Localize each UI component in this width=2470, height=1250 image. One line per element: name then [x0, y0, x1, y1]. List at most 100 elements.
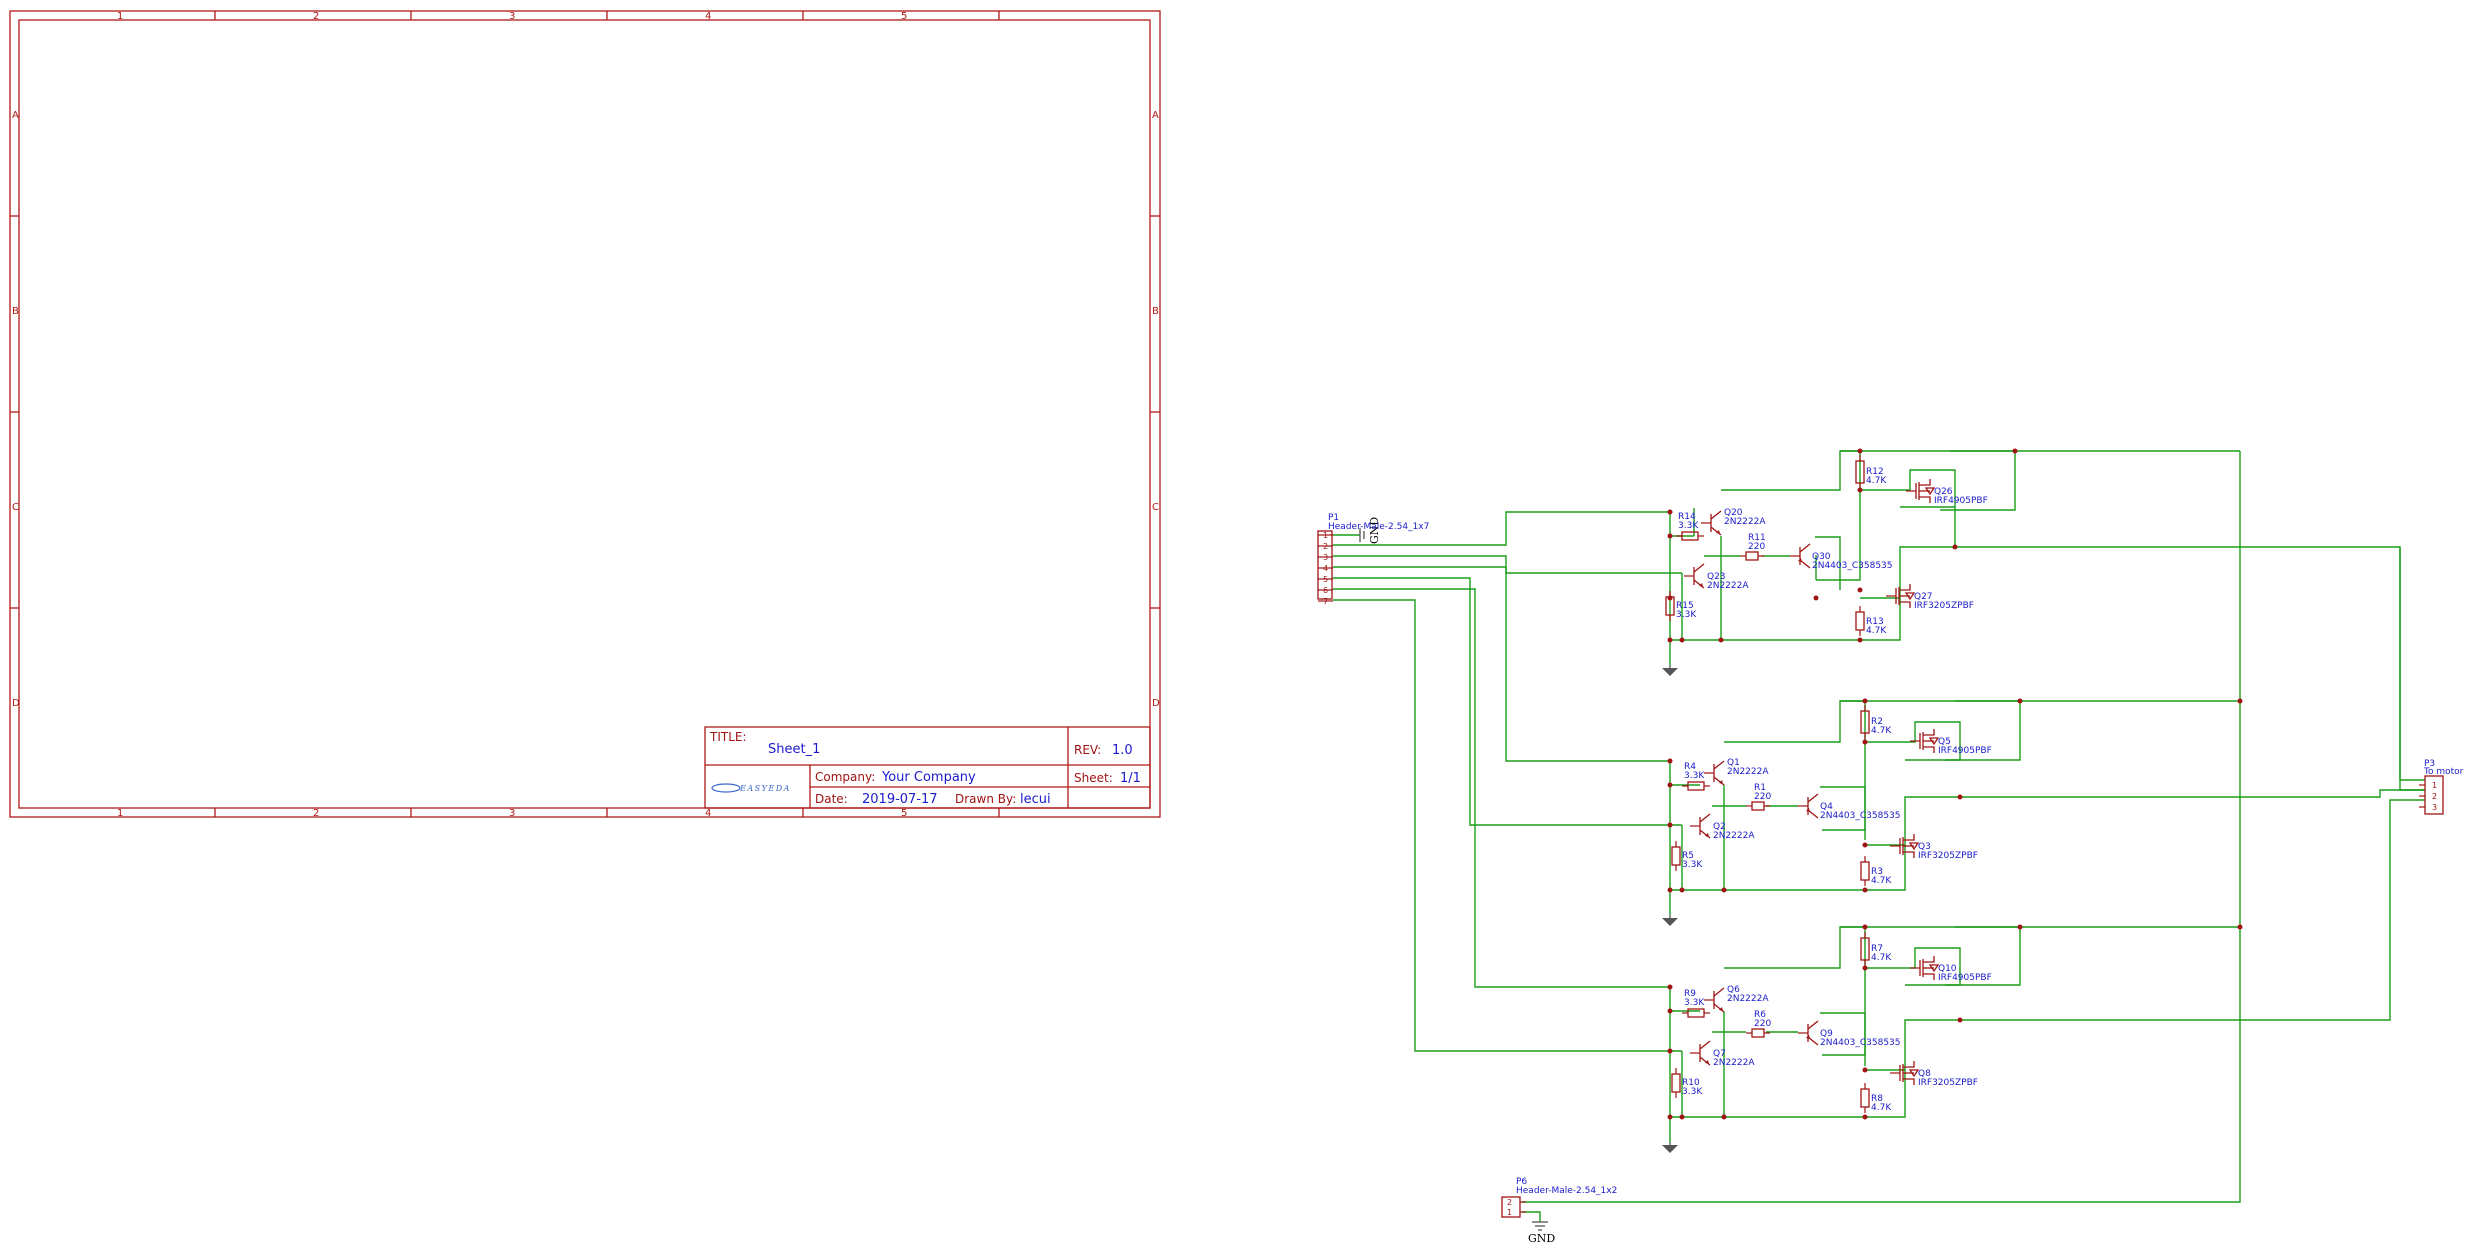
p6-value: Header-Male-2.54_1x2 — [1516, 1186, 1617, 1196]
resistor-body — [1751, 801, 1765, 811]
bjt-collector — [1699, 1040, 1711, 1050]
component-ref: R10 — [1682, 1078, 1700, 1088]
connector-p3[interactable]: P3 To motor 123 — [2419, 759, 2464, 815]
p1-pin-number: 6 — [1323, 586, 1328, 595]
resistor-body — [1687, 781, 1705, 791]
junction-dot — [1952, 544, 1958, 550]
resistor-r7: R74.7K — [1860, 932, 1892, 966]
component-value: 2N2222A — [1713, 831, 1755, 841]
junction-dot — [2017, 924, 2023, 930]
bjt-arrow — [1806, 1035, 1810, 1039]
row-label-right: D — [1152, 698, 1160, 709]
component-ref: R3 — [1871, 867, 1883, 877]
bjt-arrow — [1806, 808, 1810, 812]
component-ref: R8 — [1871, 1094, 1883, 1104]
bjt-collector — [1799, 543, 1811, 553]
junction-dot — [1862, 1114, 1868, 1120]
component-value: 2N2222A — [1707, 581, 1749, 591]
p1-value: Header-Male-2.54_1x7 — [1328, 522, 1429, 532]
junction-dot — [1667, 887, 1673, 893]
bjt-arrow — [1719, 780, 1723, 784]
column-label-bottom: 2 — [313, 808, 319, 819]
junction-dot — [1957, 794, 1963, 800]
row-label-right: A — [1152, 110, 1159, 121]
component-ref: Q5 — [1938, 737, 1951, 747]
bjt-collector — [1713, 760, 1725, 770]
driver-stage-1: R124.7KQ26IRF4905PBFQ202N2222AR143.3KR11… — [1665, 455, 1988, 636]
junction-dot — [1667, 533, 1673, 539]
p3-pin-number: 1 — [2432, 781, 2437, 790]
component-value: IRF4905PBF — [1934, 496, 1988, 506]
resistor-body — [1751, 1028, 1765, 1038]
component-value: 220 — [1754, 792, 1771, 802]
gnd-symbol — [1662, 1142, 1678, 1153]
p1-pin-number: 5 — [1323, 575, 1328, 584]
component-value: 2N2222A — [1713, 1058, 1755, 1068]
component-value: 4.7K — [1871, 726, 1892, 736]
junction-dot — [1857, 487, 1863, 493]
component-value: 220 — [1754, 1019, 1771, 1029]
mosfet-source — [1919, 496, 1931, 503]
component-ref: R2 — [1871, 717, 1883, 727]
resistor-body — [1860, 1088, 1870, 1108]
svg-text:EASYEDA: EASYEDA — [739, 784, 791, 793]
mosfet-drain — [1919, 479, 1931, 486]
bjt-collector — [1807, 793, 1819, 803]
junction-dot — [1667, 1008, 1673, 1014]
mosfet-source — [1923, 746, 1935, 753]
component-ref: Q3 — [1918, 842, 1931, 852]
gnd-net-label: GND — [1368, 517, 1381, 544]
junction-dot — [1862, 739, 1868, 745]
row-label-left: B — [12, 306, 19, 317]
column-label-top: 1 — [117, 11, 123, 22]
driver-stage-2: R24.7KQ5IRF4905PBFQ12N2222AR43.3KR1220Q4… — [1671, 705, 1992, 886]
component-ref: Q26 — [1934, 487, 1953, 497]
junction-dot — [1862, 965, 1868, 971]
row-label-right: B — [1152, 306, 1159, 317]
junction-dot — [1721, 1114, 1727, 1120]
component-ref: R14 — [1678, 512, 1696, 522]
column-label-top: 5 — [901, 11, 907, 22]
component-ref: R9 — [1684, 989, 1696, 999]
connector-p6[interactable]: P6 Header-Male-2.54_1x2 21 — [1501, 1177, 1617, 1218]
bjt-arrow — [1719, 1007, 1723, 1011]
component-value: 4.7K — [1866, 626, 1887, 636]
rev-label: REV: — [1074, 743, 1101, 757]
junction-dot — [1667, 984, 1673, 990]
component-value: IRF4905PBF — [1938, 746, 1992, 756]
row-label-left: D — [12, 698, 20, 709]
bjt-collector — [1807, 1020, 1819, 1030]
component-value: 3.3K — [1684, 771, 1705, 781]
p6-ref: P6 — [1516, 1177, 1527, 1187]
junction-dot — [1667, 782, 1673, 788]
bjt-collector — [1710, 510, 1722, 520]
driver-stage-3: R74.7KQ10IRF4905PBFQ62N2222AR93.3KR6220Q… — [1671, 932, 1992, 1113]
mosfet-drain — [1903, 1061, 1915, 1068]
rev-value: 1.0 — [1112, 743, 1133, 758]
resistor-r8: R84.7K — [1860, 1083, 1892, 1113]
junction-dot — [1667, 758, 1673, 764]
component-value: 4.7K — [1871, 1103, 1892, 1113]
component-value: 2N2222A — [1727, 767, 1769, 777]
junctions — [1667, 448, 2243, 1120]
mosfet-source — [1923, 973, 1935, 980]
p6-pin-number: 2 — [1507, 1198, 1512, 1207]
row-label-right: C — [1152, 502, 1159, 513]
junction-dot — [1957, 1017, 1963, 1023]
column-label-top: 4 — [705, 11, 711, 22]
resistor-body — [1671, 1073, 1681, 1093]
mosfet-drain — [1899, 584, 1911, 591]
sheet-title: Sheet_1 — [768, 742, 820, 757]
p1-pin-number: 1 — [1323, 531, 1328, 540]
